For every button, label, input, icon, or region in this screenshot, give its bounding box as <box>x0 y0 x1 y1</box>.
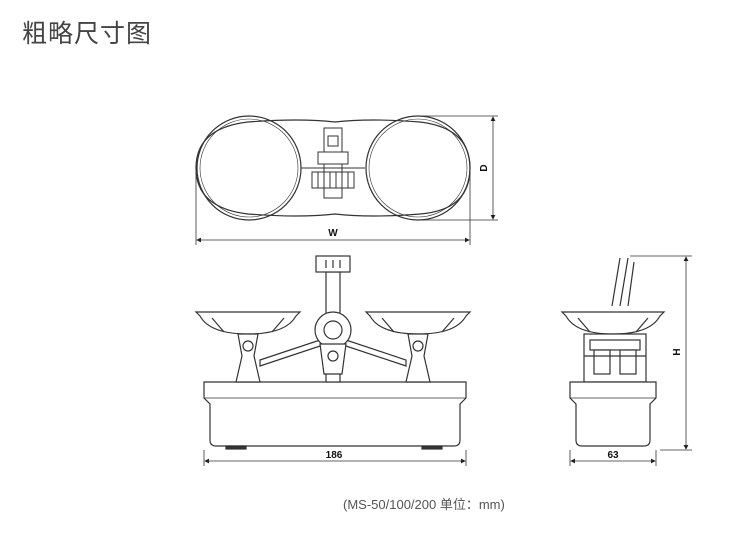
side-view-base <box>569 381 657 447</box>
depth-label-d: D <box>479 164 490 171</box>
width-label-186: 186 <box>326 450 343 461</box>
top-view <box>195 115 471 221</box>
unit-note: (MS-50/100/200 单位：mm) <box>343 497 505 512</box>
front-view-center-knob <box>314 311 352 349</box>
dimension-186 <box>203 450 467 466</box>
dimension-63 <box>569 450 657 466</box>
front-view-left-pan <box>194 311 302 335</box>
width-label-w: W <box>328 228 338 239</box>
height-label-h: H <box>672 348 683 355</box>
side-view <box>560 257 666 447</box>
dimension-h <box>630 255 692 451</box>
top-view-base-outline <box>195 119 471 217</box>
dimension-w <box>195 172 471 245</box>
front-view-base <box>203 381 467 447</box>
top-view-left-pan <box>196 115 302 221</box>
top-view-center-mechanism <box>301 127 365 199</box>
side-view-pan <box>560 311 666 335</box>
front-view-right-pan <box>364 311 472 335</box>
top-view-right-pan <box>365 115 471 221</box>
page-title: 粗略尺寸图 <box>22 19 153 48</box>
front-view <box>194 255 472 450</box>
dimension-d <box>420 115 498 221</box>
width-label-63: 63 <box>607 450 619 461</box>
